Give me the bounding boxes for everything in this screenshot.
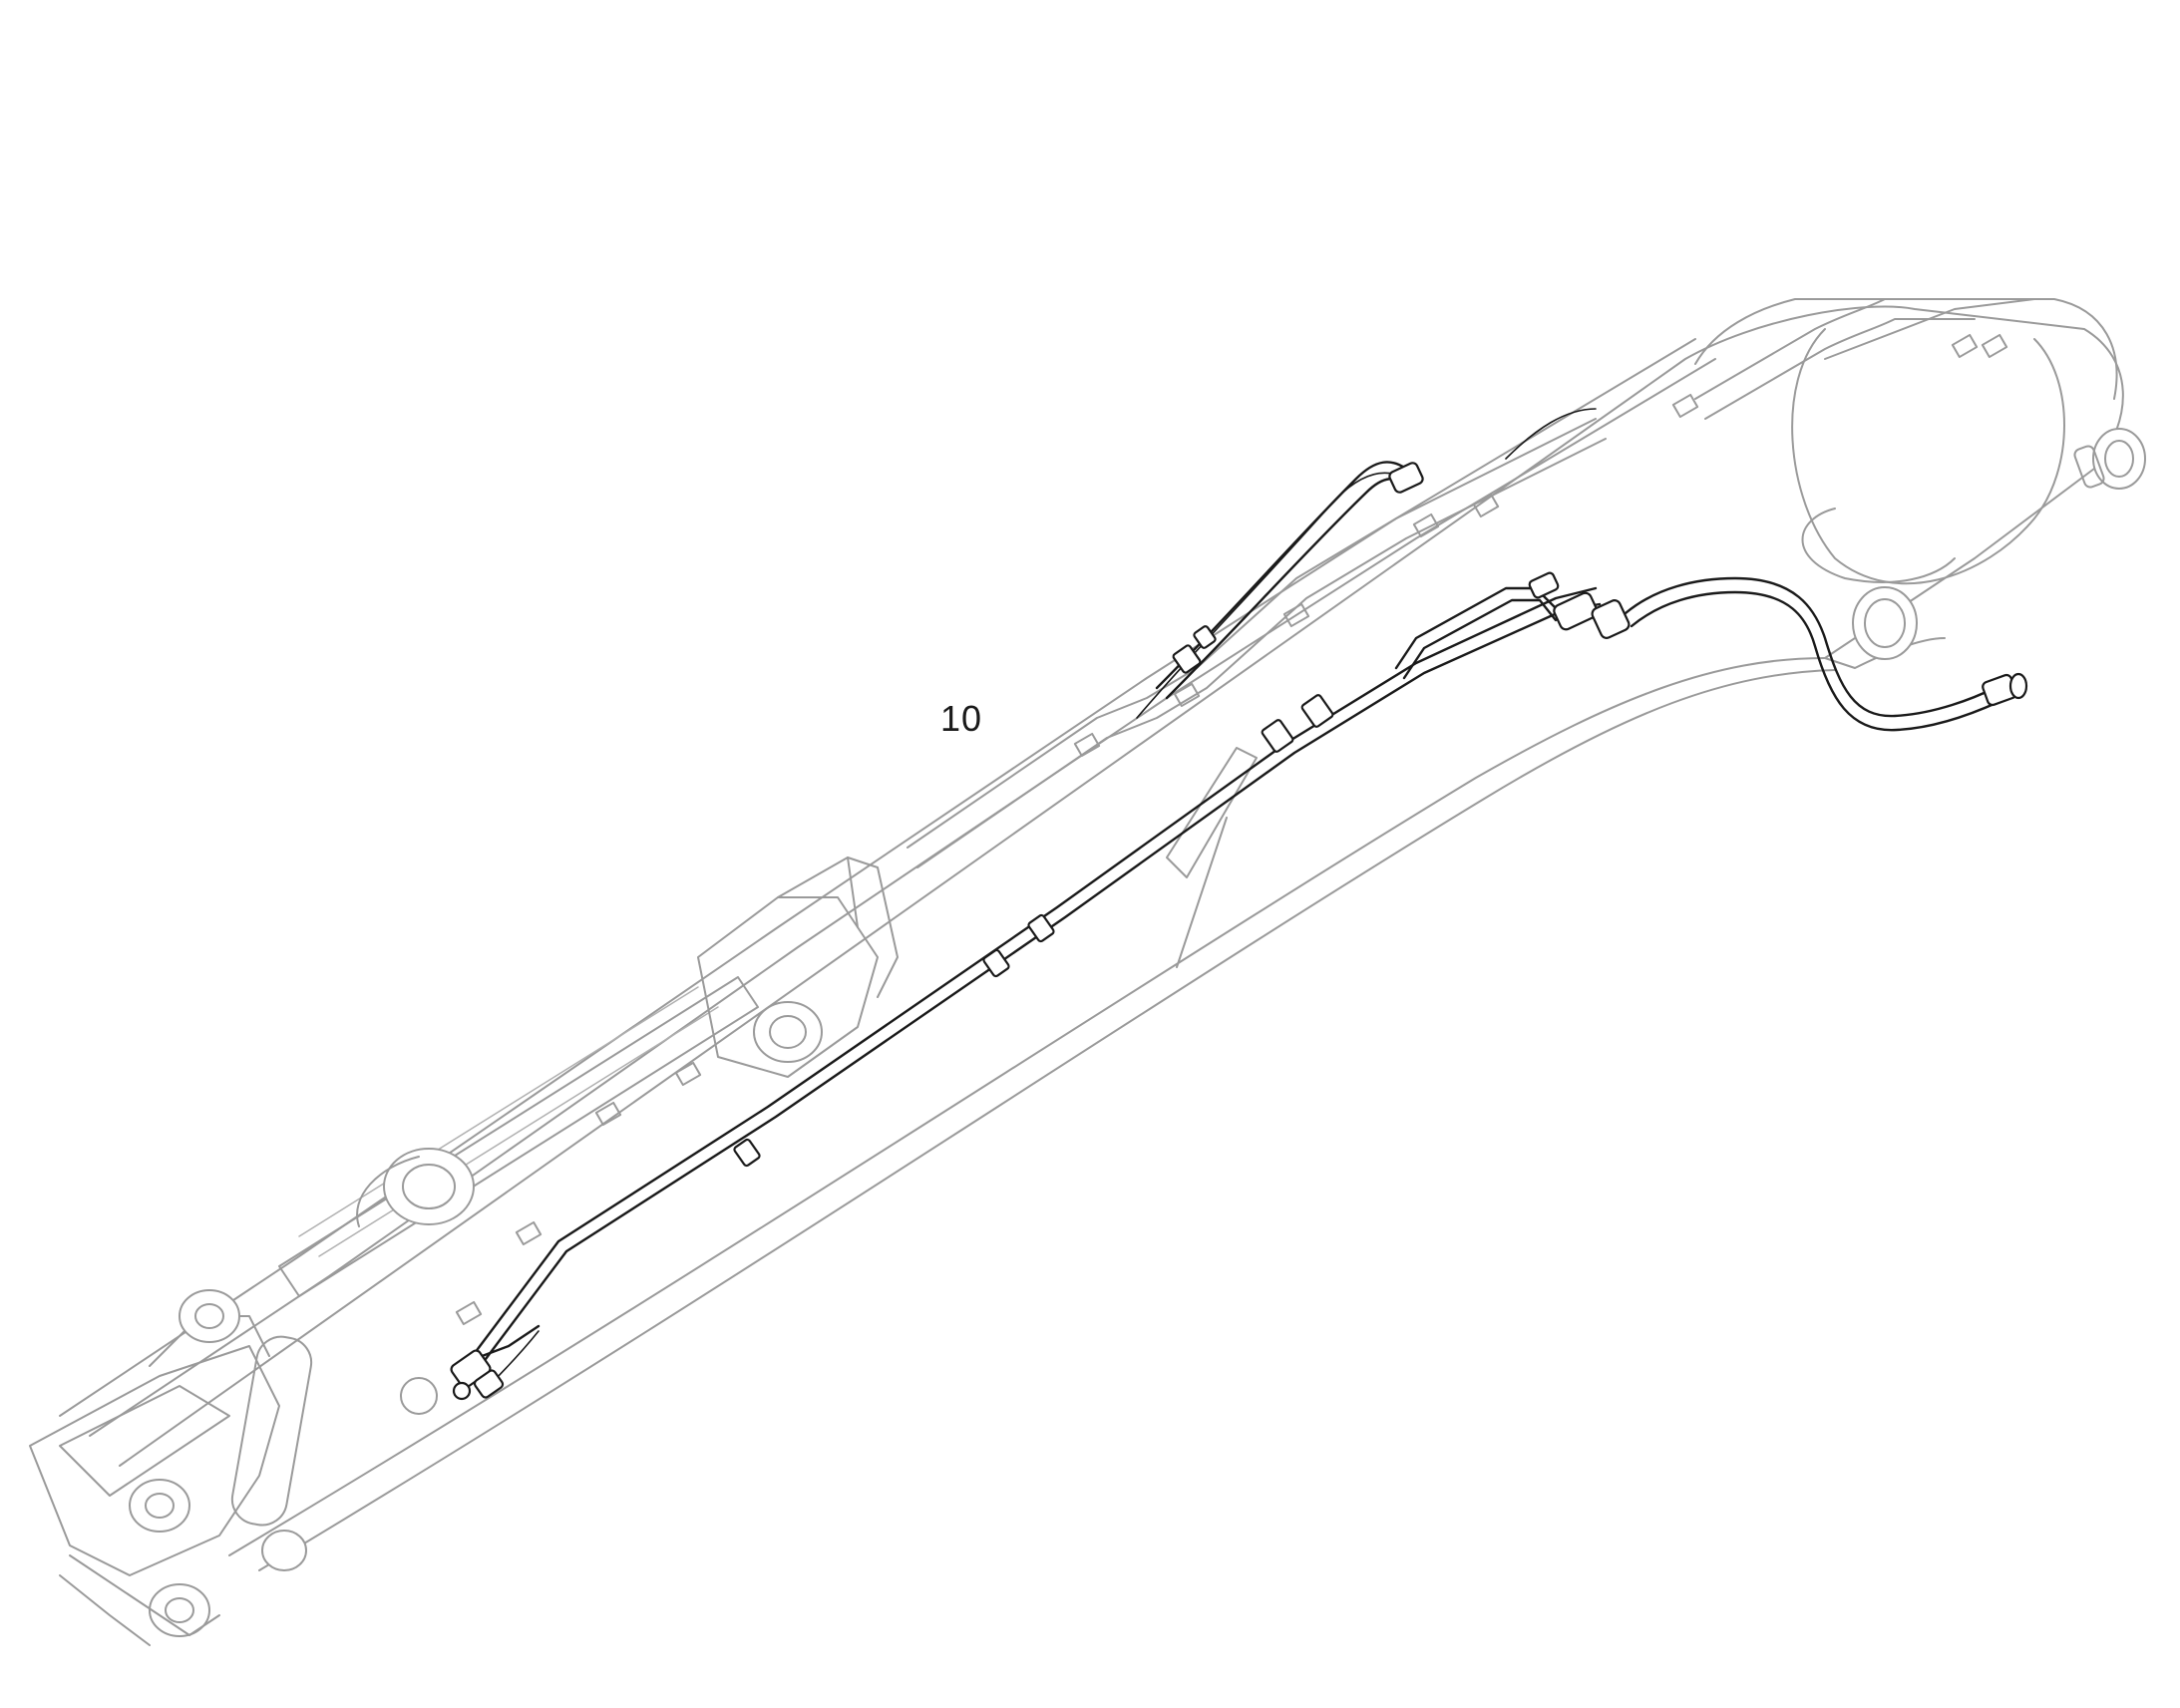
flexible-hose-outer[interactable] <box>1624 576 1997 718</box>
part-number-label: 10 <box>940 698 983 739</box>
steel-tube-upper[interactable] <box>467 586 1598 1363</box>
rear-fitting-elbow[interactable] <box>1528 571 1631 639</box>
steel-tube-lower[interactable] <box>475 602 1602 1373</box>
upper-hose-fittings[interactable] <box>1172 462 1424 674</box>
tube-clamps[interactable] <box>733 694 1334 1168</box>
cylinder-head-bracket <box>697 896 879 1078</box>
boom-structure-ghost <box>29 298 2146 1646</box>
flexible-hose-inner[interactable] <box>1630 590 2000 732</box>
front-fitting-block[interactable] <box>450 1349 505 1401</box>
arm-nose-linkage <box>29 1345 280 1576</box>
boom-pivot-pin <box>1852 586 1918 660</box>
hose-assembly-part-10[interactable] <box>450 408 2028 1401</box>
arm-cylinder-tube <box>278 976 759 1297</box>
link-plate <box>230 1335 313 1527</box>
hose-clamp-brackets-ghost <box>455 333 2008 1326</box>
hose-end-fitting[interactable] <box>1982 672 2028 707</box>
boom-cylinder-pin <box>2092 428 2146 490</box>
